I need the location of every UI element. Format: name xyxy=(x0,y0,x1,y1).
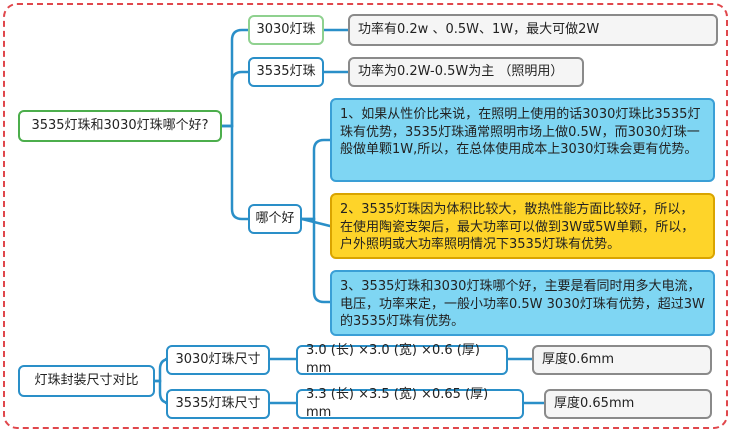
link-which-p3 xyxy=(300,217,332,304)
branch-3535-detail: 功率为0.2W-0.5W为主 （照明用） xyxy=(358,64,564,80)
link-root-3535 xyxy=(220,70,250,128)
package-label: 灯珠封装尺寸对比 xyxy=(34,373,139,389)
root-label: 3535灯珠和3030灯珠哪个好? xyxy=(31,118,209,134)
pkg-3030-label: 3030灯珠尺寸 xyxy=(175,352,261,368)
pkg-3030-node[interactable]: 3030灯珠尺寸 xyxy=(166,345,270,375)
pkg-3030-size-node[interactable]: 3.0 (长) ×3.0 (宽) ×0.6 (厚) mm xyxy=(296,343,508,376)
pkg-3030-thickness: 厚度0.6mm xyxy=(542,352,615,368)
branch-3535-detail-node[interactable]: 功率为0.2W-0.5W为主 （照明用） xyxy=(348,57,584,87)
which-point-3-node[interactable]: 3、3535灯珠和3030灯珠哪个好，主要是看同时用多大电流，电压，功率来定，一… xyxy=(330,270,715,336)
which-point-1-node[interactable]: 1、如果从性价比来说，在照明上使用的话3030灯珠比3535灯珠有优势，3535… xyxy=(330,98,715,182)
root-node[interactable]: 3535灯珠和3030灯珠哪个好? xyxy=(18,110,222,142)
dashed-frame xyxy=(3,3,728,429)
which-node[interactable]: 哪个好 xyxy=(248,204,302,234)
pkg-3535-size-node[interactable]: 3.3 (长) ×3.5 (宽) ×0.65 (厚) mm xyxy=(296,387,524,420)
which-point-2: 2、3535灯珠因为体积比较大，散热性能方面比较好，所以，在使用陶瓷支架后，最大… xyxy=(340,202,695,253)
package-node[interactable]: 灯珠封装尺寸对比 xyxy=(18,365,155,397)
pkg-3535-thickness: 厚度0.65mm xyxy=(554,396,635,412)
pkg-3535-thickness-node[interactable]: 厚度0.65mm xyxy=(544,389,712,419)
pkg-3535-size: 3.3 (长) ×3.5 (宽) ×0.65 (厚) mm xyxy=(306,387,489,420)
branch-3030-detail-node[interactable]: 功率有0.2w 、0.5W、1W，最大可做2W xyxy=(348,14,718,46)
link-which-p1 xyxy=(300,138,332,221)
link-root-which xyxy=(220,124,250,221)
branch-3535-label: 3535灯珠 xyxy=(256,64,316,80)
branch-3030-node[interactable]: 3030灯珠 xyxy=(248,15,324,45)
branch-3030-detail: 功率有0.2w 、0.5W、1W，最大可做2W xyxy=(358,22,600,38)
pkg-3535-label: 3535灯珠尺寸 xyxy=(175,396,261,412)
link-root-3030 xyxy=(220,28,250,128)
which-point-3: 3、3535灯珠和3030灯珠哪个好，主要是看同时用多大电流，电压，功率来定，一… xyxy=(340,279,705,330)
pkg-3030-size: 3.0 (长) ×3.0 (宽) ×0.6 (厚) mm xyxy=(306,343,480,376)
pkg-3030-thickness-node[interactable]: 厚度0.6mm xyxy=(532,345,712,375)
which-point-1: 1、如果从性价比来说，在照明上使用的话3030灯珠比3535灯珠有优势，3535… xyxy=(340,107,701,158)
which-label: 哪个好 xyxy=(255,211,295,227)
branch-3030-label: 3030灯珠 xyxy=(256,22,316,38)
pkg-3535-node[interactable]: 3535灯珠尺寸 xyxy=(166,389,270,419)
which-point-2-node[interactable]: 2、3535灯珠因为体积比较大，散热性能方面比较好，所以，在使用陶瓷支架后，最大… xyxy=(330,193,715,259)
branch-3535-node[interactable]: 3535灯珠 xyxy=(248,57,324,87)
